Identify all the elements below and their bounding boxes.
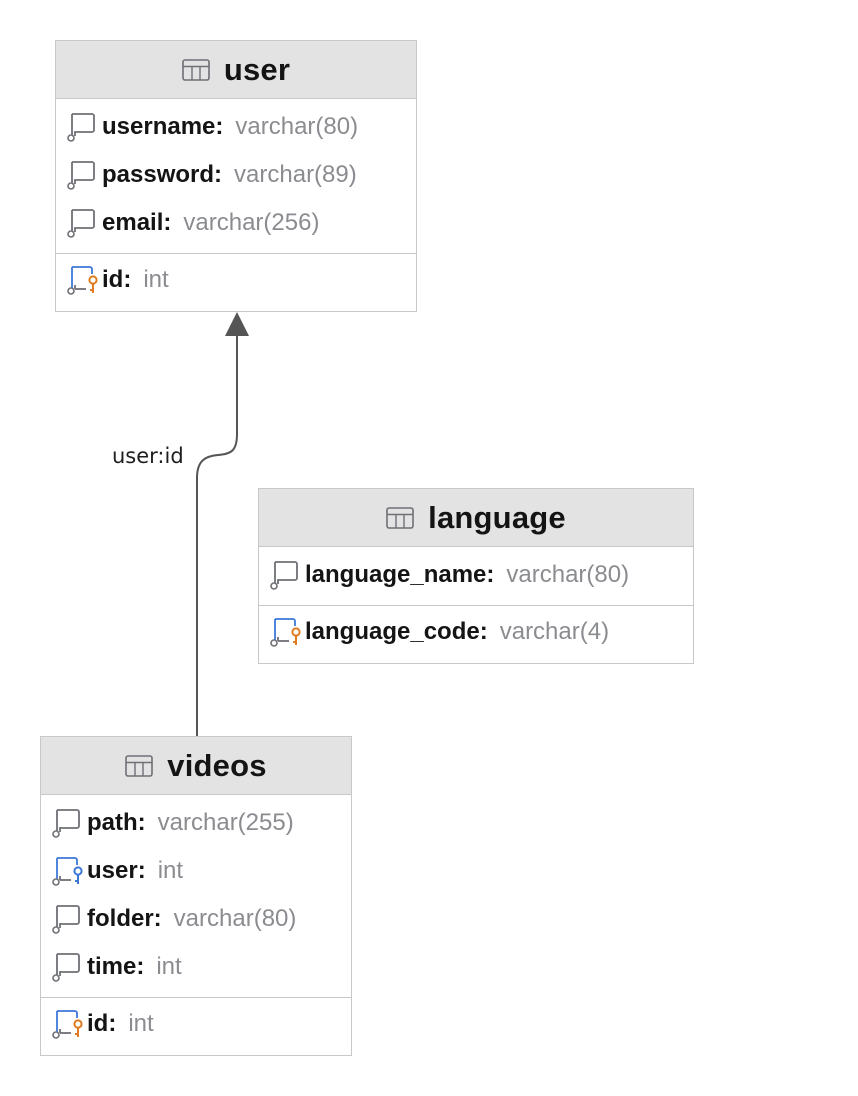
column-name: id: bbox=[87, 1010, 117, 1037]
entity-user-keys: id: int bbox=[56, 253, 416, 308]
primary-key-column-icon bbox=[269, 616, 301, 648]
column-language-code[interactable]: language_code: varchar(4) bbox=[259, 608, 693, 656]
column-icon bbox=[51, 903, 83, 935]
column-type: int bbox=[128, 1010, 154, 1037]
column-type: varchar(80) bbox=[506, 561, 630, 588]
column-name: time: bbox=[87, 953, 145, 980]
entity-user-title: user bbox=[223, 51, 291, 87]
column-user[interactable]: user: int bbox=[41, 847, 351, 895]
column-type: int bbox=[156, 953, 182, 980]
table-icon bbox=[125, 755, 153, 777]
column-id[interactable]: id: int bbox=[56, 256, 416, 304]
column-email[interactable]: email: varchar(256) bbox=[56, 199, 416, 247]
column-folder[interactable]: folder: varchar(80) bbox=[41, 895, 351, 943]
column-icon bbox=[66, 159, 98, 191]
column-type: varchar(80) bbox=[173, 905, 297, 932]
column-type: varchar(256) bbox=[183, 209, 320, 236]
column-name: folder: bbox=[87, 905, 162, 932]
column-username[interactable]: username: varchar(80) bbox=[56, 103, 416, 151]
entity-videos-columns: path: varchar(255) user: int folder: var… bbox=[41, 795, 351, 997]
entity-language-columns: language_name: varchar(80) bbox=[259, 547, 693, 605]
column-name: language_name: bbox=[305, 561, 495, 588]
entity-language-title: language bbox=[428, 499, 566, 535]
primary-key-column-icon bbox=[51, 1008, 83, 1040]
entity-videos-header: videos bbox=[41, 737, 351, 795]
column-type: varchar(4) bbox=[499, 618, 610, 645]
foreign-key-column-icon bbox=[51, 855, 83, 887]
column-type: varchar(80) bbox=[235, 113, 359, 140]
column-name: path: bbox=[87, 809, 146, 836]
entity-language[interactable]: language language_name: varchar(80) lang… bbox=[258, 488, 694, 664]
entity-language-keys: language_code: varchar(4) bbox=[259, 605, 693, 660]
column-language-name[interactable]: language_name: varchar(80) bbox=[259, 551, 693, 599]
edge-videos-user-to-user-id[interactable] bbox=[196, 334, 238, 738]
primary-key-column-icon bbox=[66, 264, 98, 296]
column-name: id: bbox=[102, 266, 132, 293]
column-type: int bbox=[143, 266, 169, 293]
entity-videos-title: videos bbox=[167, 747, 267, 783]
column-icon bbox=[51, 951, 83, 983]
column-password[interactable]: password: varchar(89) bbox=[56, 151, 416, 199]
column-type: varchar(89) bbox=[234, 161, 357, 188]
table-icon bbox=[182, 59, 210, 81]
entity-videos-keys: id: int bbox=[41, 997, 351, 1052]
column-name: password: bbox=[102, 161, 223, 188]
column-type: varchar(255) bbox=[157, 809, 294, 836]
table-icon bbox=[386, 507, 414, 529]
edge-label-user-id: user:id bbox=[112, 444, 184, 468]
column-icon bbox=[66, 207, 98, 239]
column-type: int bbox=[157, 857, 184, 884]
column-id[interactable]: id: int bbox=[41, 1000, 351, 1048]
edge-arrowhead-icon bbox=[225, 312, 249, 336]
entity-user-header: user bbox=[56, 41, 416, 99]
column-icon bbox=[51, 807, 83, 839]
entity-user-columns: username: varchar(80) password: varchar(… bbox=[56, 99, 416, 253]
column-name: user: bbox=[87, 857, 146, 884]
column-path[interactable]: path: varchar(255) bbox=[41, 799, 351, 847]
column-icon bbox=[269, 559, 301, 591]
column-name: language_code: bbox=[305, 618, 488, 645]
entity-user[interactable]: user username: varchar(80) password: var… bbox=[55, 40, 417, 312]
column-name: username: bbox=[102, 113, 224, 140]
column-time[interactable]: time: int bbox=[41, 943, 351, 991]
column-name: email: bbox=[102, 209, 172, 236]
entity-language-header: language bbox=[259, 489, 693, 547]
entity-videos[interactable]: videos path: varchar(255) user: int fold… bbox=[40, 736, 352, 1056]
column-icon bbox=[66, 111, 98, 143]
